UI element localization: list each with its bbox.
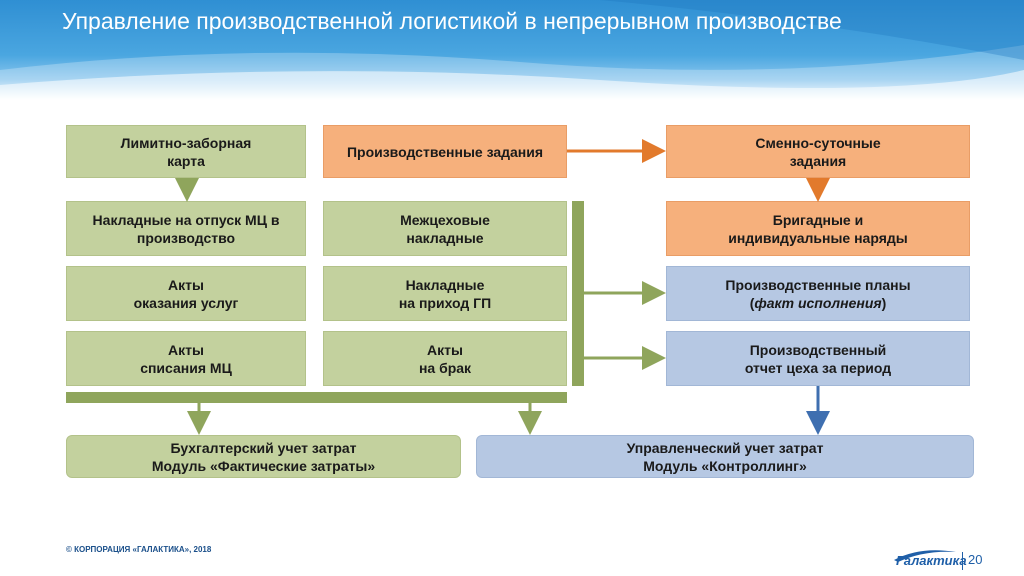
box-receipt-invoices: Накладные на приход ГП — [323, 266, 567, 321]
footer-copyright: © КОРПОРАЦИЯ «ГАЛАКТИКА», 2018 — [66, 545, 212, 554]
production-plans-italic: факт исполнения — [754, 294, 882, 311]
box-defect-acts: Акты на брак — [323, 331, 567, 386]
box-production-tasks: Производственные задания — [323, 125, 567, 178]
horizontal-collector-bar — [66, 392, 567, 403]
logo-swoosh-icon — [894, 550, 956, 562]
box-shift-tasks: Сменно-суточные задания — [666, 125, 970, 178]
vertical-collector-bar — [572, 201, 584, 386]
box-shop-report: Производственный отчет цеха за период — [666, 331, 970, 386]
production-plans-line2: (факт исполнения) — [749, 294, 887, 311]
box-production-plans: Производственные планы (факт исполнения) — [666, 266, 970, 321]
production-plans-line1: Производственные планы — [725, 276, 911, 293]
box-writeoff-acts: Акты списания МЦ — [66, 331, 306, 386]
box-issue-invoices: Накладные на отпуск МЦ в производство — [66, 201, 306, 256]
page-number: 20 — [968, 552, 983, 567]
page-title: Управление производственной логистикой в… — [62, 8, 842, 34]
box-management: Управленческий учет затрат Модуль «Контр… — [476, 435, 974, 478]
box-intershop-invoices: Межцеховые накладные — [323, 201, 567, 256]
box-team-orders: Бригадные и индивидуальные наряды — [666, 201, 970, 256]
logo-text: Галактика — [896, 553, 967, 568]
box-accounting: Бухгалтерский учет затрат Модуль «Фактич… — [66, 435, 461, 478]
header-waves — [0, 0, 1024, 100]
box-service-acts: Акты оказания услуг — [66, 266, 306, 321]
box-limit-card: Лимитно-заборная карта — [66, 125, 306, 178]
footer-separator — [962, 552, 963, 570]
header-banner: Управление производственной логистикой в… — [0, 0, 1024, 100]
galaktika-logo: Галактика — [890, 546, 967, 570]
